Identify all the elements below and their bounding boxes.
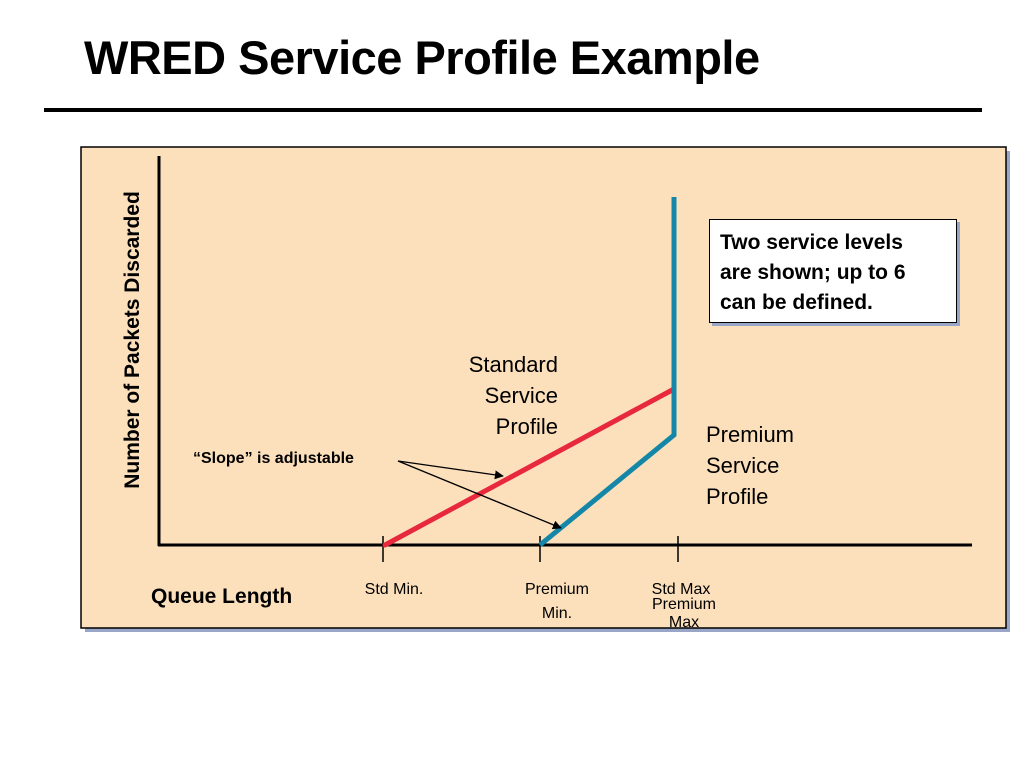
y-axis-label: Number of Packets Discarded xyxy=(121,191,144,489)
standard-profile-line xyxy=(382,386,677,548)
premium-profile-label-line1: Premium xyxy=(706,422,794,447)
standard-profile-label-line3: Profile xyxy=(496,414,558,439)
info-note-box: Two service levels are shown; up to 6 ca… xyxy=(709,219,957,323)
tick-label-std-min: Std Min. xyxy=(365,581,424,598)
premium-profile-label-line3: Profile xyxy=(706,484,768,509)
tick-label-premium-min-line1: Premium xyxy=(525,581,589,598)
slope-note: “Slope” is adjustable xyxy=(193,450,354,467)
slope-arrow-premium xyxy=(397,460,562,530)
info-note-line: are shown; up to 6 xyxy=(720,261,906,284)
tick-label-premium-max-line1: Premium xyxy=(652,596,716,613)
slope-arrow-standard xyxy=(397,460,504,480)
info-note-line: can be defined. xyxy=(720,291,873,314)
tick-label-premium-min-line2: Min. xyxy=(542,605,572,622)
slide-title: WRED Service Profile Example xyxy=(84,31,760,84)
premium-profile-label-line2: Service xyxy=(706,453,779,478)
title-divider xyxy=(44,108,982,112)
standard-profile-label-line2: Service xyxy=(485,383,558,408)
x-axis-label: Queue Length xyxy=(151,585,292,608)
tick-label-premium-max-line2: Max xyxy=(669,614,699,631)
premium-profile-line xyxy=(538,197,677,547)
info-note-line: Two service levels xyxy=(720,231,903,254)
tick-label-std-max: Std Max xyxy=(652,581,711,598)
standard-profile-label-line1: Standard xyxy=(469,352,558,377)
